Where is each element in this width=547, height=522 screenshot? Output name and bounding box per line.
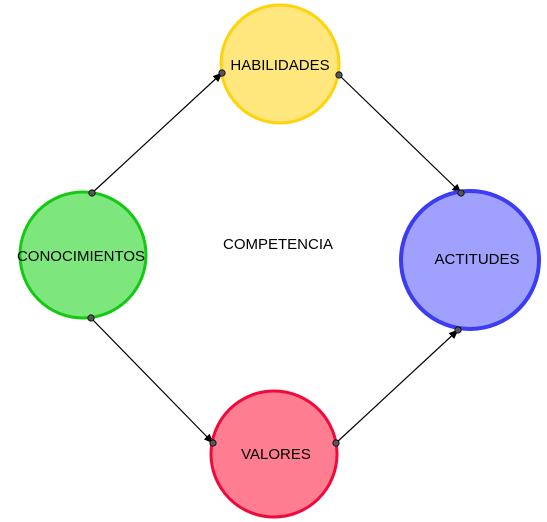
node-actitudes-circle	[399, 189, 541, 331]
node-valores-circle	[209, 389, 339, 519]
center-label: COMPETENCIA	[223, 236, 333, 253]
node-valores-label: VALORES	[241, 446, 311, 463]
connector-conocimientos-valores	[81, 308, 214, 444]
node-conocimientos-circle	[18, 190, 148, 320]
endpoint-dot	[209, 439, 217, 447]
endpoint-dot	[332, 439, 340, 447]
endpoint-dot	[335, 71, 343, 79]
endpoint-dot	[454, 326, 462, 334]
endpoint-dots	[87, 69, 465, 447]
endpoint-dot	[87, 314, 95, 322]
node-valores: VALORES	[209, 389, 339, 519]
node-conocimientos: CONOCIMIENTOS	[17, 190, 148, 320]
connector-valores-actitudes	[326, 329, 459, 453]
node-conocimientos-label: CONOCIMIENTOS	[17, 248, 145, 265]
node-actitudes: ACTITUDES	[399, 189, 541, 331]
node-habilidades-circle	[219, 3, 341, 125]
endpoint-dot	[218, 69, 226, 77]
node-habilidades: HABILIDADES	[219, 3, 341, 125]
endpoint-dot	[88, 189, 96, 197]
connector-conocimientos-habilidades	[82, 72, 223, 203]
connectors	[81, 65, 462, 453]
endpoint-dot	[457, 189, 465, 197]
connector-habilidades-actitudes	[329, 65, 462, 194]
node-habilidades-label: HABILIDADES	[230, 57, 329, 74]
node-actitudes-label: ACTITUDES	[434, 251, 519, 268]
